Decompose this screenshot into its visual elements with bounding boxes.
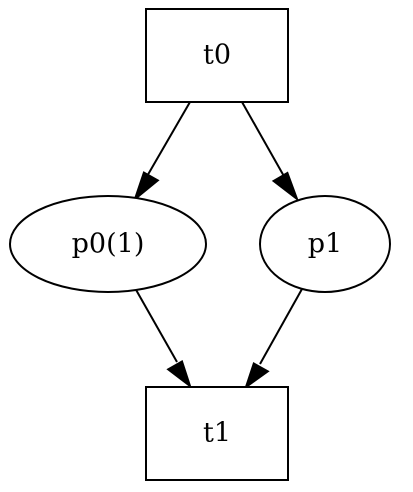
- edges: [132, 101, 303, 390]
- arrowhead-t1-right: [244, 362, 270, 390]
- transition-box-t1: [145, 386, 289, 481]
- place-ellipse-p0: [9, 195, 207, 293]
- edge-t0-p1: [241, 101, 300, 202]
- node-label-p0: p0(1): [72, 229, 145, 260]
- arrowhead-p0: [132, 171, 160, 202]
- node-label-t1: t1: [203, 418, 231, 449]
- arrowhead-t1-left: [166, 360, 192, 389]
- node-p1[interactable]: p1: [259, 195, 391, 293]
- edge-p1-t1: [244, 288, 303, 390]
- edge-t0-p0: [132, 101, 191, 202]
- place-ellipse-p1: [259, 195, 391, 293]
- node-p0[interactable]: p0(1): [9, 195, 207, 293]
- node-t0[interactable]: t0: [145, 8, 289, 103]
- node-t1[interactable]: t1: [145, 386, 289, 481]
- arrowhead-p1: [271, 171, 300, 202]
- node-label-t0: t0: [203, 40, 231, 71]
- edge-p0-t1: [134, 287, 192, 389]
- node-label-p1: p1: [308, 229, 342, 260]
- transition-box-t0: [145, 8, 289, 103]
